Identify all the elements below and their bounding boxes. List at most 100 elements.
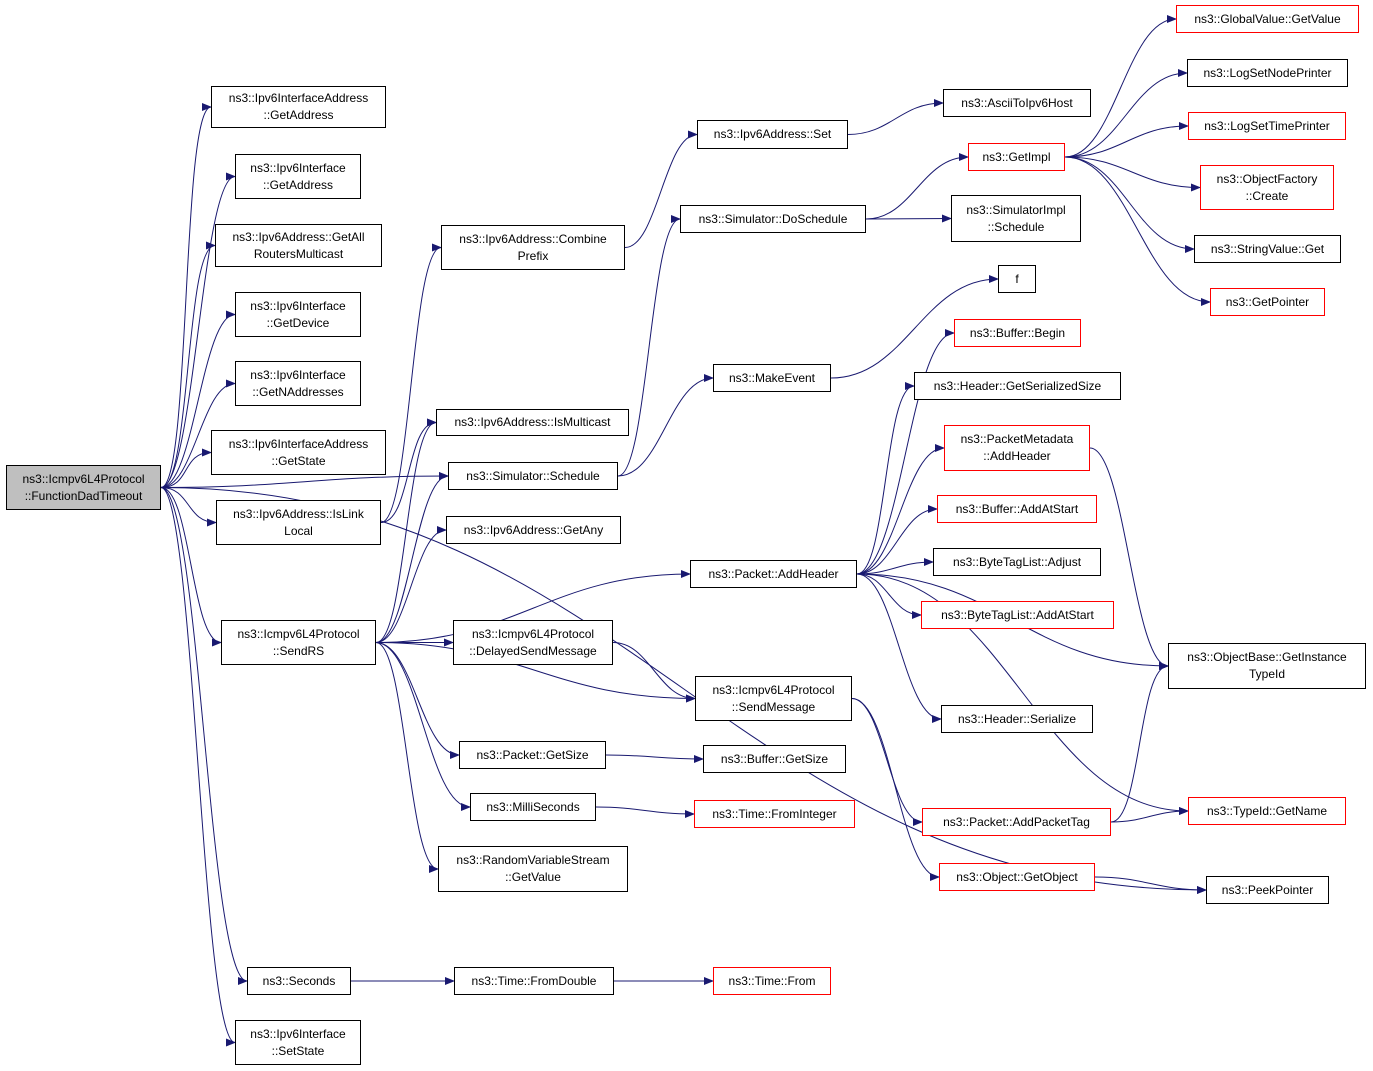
node-label-line: ns3::StringValue::Get [1210,241,1325,256]
node-milliseconds[interactable]: ns3::MilliSeconds [470,793,596,821]
node-label-line: ::GetAddress [263,108,334,122]
node-label-line: ns3::AsciiToIpv6Host [961,95,1073,110]
node-buf-begin[interactable]: ns3::Buffer::Begin [954,319,1081,347]
node-gv-getvalue[interactable]: ns3::GlobalValue::GetValue [1176,5,1359,33]
node-frominteger[interactable]: ns3::Time::FromInteger [694,800,855,828]
edge-pkt-getsize-to-buf-getsize [605,754,704,763]
node-label-line: ::Create [1245,188,1289,203]
node-label-line: ns3::Ipv6Address::GetAny [463,522,604,537]
node-addheader[interactable]: ns3::Packet::AddHeader [690,560,857,588]
edge-sendmessage-to-addpackettag [851,698,923,826]
node-seconds[interactable]: ns3::Seconds [247,967,351,995]
node-label-line: ns3::SimulatorImpl [966,202,1066,217]
edge-sendrs-to-addheader [375,570,691,643]
node-sendmessage[interactable]: ns3::Icmpv6L4Protocol::SendMessage [695,676,852,721]
edge-getobject-to-peekpointer [1094,876,1207,894]
node-label-line: ns3::Icmpv6L4Protocol [237,626,360,641]
node-label-line: ::GetNAddresses [252,384,344,399]
node-f[interactable]: f [998,265,1036,293]
node-stringvalue-get[interactable]: ns3::StringValue::Get [1194,235,1341,263]
edge-addpackettag-to-getinstancetypeid [1110,662,1169,823]
node-label-line: ns3::Icmpv6L4Protocol [471,626,595,641]
edge-combineprefix-to-ipv6addr-set [624,130,698,248]
node-getany[interactable]: ns3::Ipv6Address::GetAny [446,516,621,544]
edge-ipv6addr-set-to-asciitoipv6 [847,99,944,135]
node-label-line: ::Schedule [987,219,1045,234]
edge-makeevent-to-f [830,275,999,379]
node-pkt-getsize[interactable]: ns3::Packet::GetSize [459,741,606,769]
node-getobject[interactable]: ns3::Object::GetObject [939,863,1095,891]
node-label-line: ns3::Buffer::AddAtStart [955,501,1079,516]
edge-getimpl-to-getpointer [1064,156,1211,306]
edge-root-to-seconds [160,487,248,985]
node-if-getnaddr[interactable]: ns3::Ipv6Interface::GetNAddresses [235,361,361,406]
node-schedule[interactable]: ns3::Simulator::Schedule [448,462,618,490]
node-label-line: ns3::Ipv6Interface [250,1026,346,1041]
node-btl-adjust[interactable]: ns3::ByteTagList::Adjust [933,548,1101,576]
edge-sendrs-to-rvs-getvalue [375,642,439,873]
node-root[interactable]: ns3::Icmpv6L4Protocol::FunctionDadTimeou… [6,465,161,510]
node-label-line: ns3::PacketMetadata [960,432,1074,446]
node-ismulticast[interactable]: ns3::Ipv6Address::IsMulticast [436,409,629,436]
node-logsetnode[interactable]: ns3::LogSetNodePrinter [1187,59,1348,87]
node-time-from[interactable]: ns3::Time::From [713,967,831,995]
node-doschedule[interactable]: ns3::Simulator::DoSchedule [680,205,866,233]
node-if-getaddress[interactable]: ns3::Ipv6Interface::GetAddress [235,154,361,199]
node-btl-addatstart[interactable]: ns3::ByteTagList::AddAtStart [921,601,1114,629]
node-label-line: ns3::PeekPointer [1221,882,1314,897]
edge-addheader-to-typeid-getname [856,573,1189,815]
node-makeevent[interactable]: ns3::MakeEvent [713,364,831,392]
node-simimpl-schedule[interactable]: ns3::SimulatorImpl::Schedule [951,195,1081,242]
edge-addheader-to-btl-addatstart [856,573,922,619]
edge-root-to-if-getnaddr [160,379,236,488]
node-buf-getsize[interactable]: ns3::Buffer::GetSize [703,745,846,773]
edge-getimpl-to-logsetnode [1064,69,1188,158]
node-logsettime[interactable]: ns3::LogSetTimePrinter [1188,112,1346,140]
edge-delayedsend-to-sendmessage [612,642,696,703]
node-label-line: ns3::Ipv6Interface [250,367,346,382]
node-ia-getaddress[interactable]: ns3::Ipv6InterfaceAddress::GetAddress [211,86,386,128]
node-label-line: ns3::ByteTagList::AddAtStart [941,607,1094,622]
node-label-line: ::GetAddress [262,177,334,192]
node-label-line: ns3::Ipv6Address::IsLink [233,506,364,521]
node-sendrs[interactable]: ns3::Icmpv6L4Protocol::SendRS [221,620,376,665]
node-buf-addatstart[interactable]: ns3::Buffer::AddAtStart [937,495,1097,523]
node-getimpl[interactable]: ns3::GetImpl [968,143,1065,171]
node-label-line: ns3::Ipv6InterfaceAddress [228,436,369,451]
node-if-setstate[interactable]: ns3::Ipv6Interface::SetState [235,1020,361,1065]
edge-sendrs-to-getany [375,526,447,643]
node-ia-getstate[interactable]: ns3::Ipv6InterfaceAddress::GetState [211,430,386,475]
node-ipv6addr-set[interactable]: ns3::Ipv6Address::Set [697,120,848,149]
node-label-line: TypeId [1248,667,1286,681]
node-asciitoipv6[interactable]: ns3::AsciiToIpv6Host [943,89,1091,117]
node-label-line: ::GetState [271,453,326,468]
edge-islinklocal-to-combineprefix [380,243,442,523]
node-label-line: ns3::Ipv6Interface [250,160,346,175]
edge-sendrs-to-schedule [375,472,449,643]
node-getpointer[interactable]: ns3::GetPointer [1210,288,1325,316]
node-label-line: ns3::Header::Serialize [957,711,1077,726]
node-hdr-serialize[interactable]: ns3::Header::Serialize [941,705,1093,733]
node-getserializedsize[interactable]: ns3::Header::GetSerializedSize [914,372,1121,400]
node-if-getdevice[interactable]: ns3::Ipv6Interface::GetDevice [235,292,361,337]
node-label-line: ns3::Ipv6Address::Set [713,127,832,141]
node-label-line: ns3::Buffer::GetSize [720,751,829,766]
node-addpackettag[interactable]: ns3::Packet::AddPacketTag [922,808,1111,836]
node-label-line: ns3::Ipv6InterfaceAddress [228,91,369,105]
node-rvs-getvalue[interactable]: ns3::RandomVariableStream::GetValue [438,846,628,892]
node-fromdouble[interactable]: ns3::Time::FromDouble [454,967,614,995]
node-typeid-getname[interactable]: ns3::TypeId::GetName [1188,797,1346,825]
node-label-line: ns3::Time::From [728,973,816,988]
node-label-line: ns3::Ipv6Interface [250,298,346,313]
node-peekpointer[interactable]: ns3::PeekPointer [1206,876,1329,904]
node-pm-addheader[interactable]: ns3::PacketMetadata::AddHeader [944,425,1090,471]
node-label-line: ::SendMessage [731,699,816,714]
node-label-line: ::GetValue [505,870,561,884]
edge-addpackettag-to-typeid-getname [1110,807,1189,823]
node-delayedsend[interactable]: ns3::Icmpv6L4Protocol::DelayedSendMessag… [453,620,613,665]
node-objfactory-create[interactable]: ns3::ObjectFactory::Create [1200,165,1334,210]
